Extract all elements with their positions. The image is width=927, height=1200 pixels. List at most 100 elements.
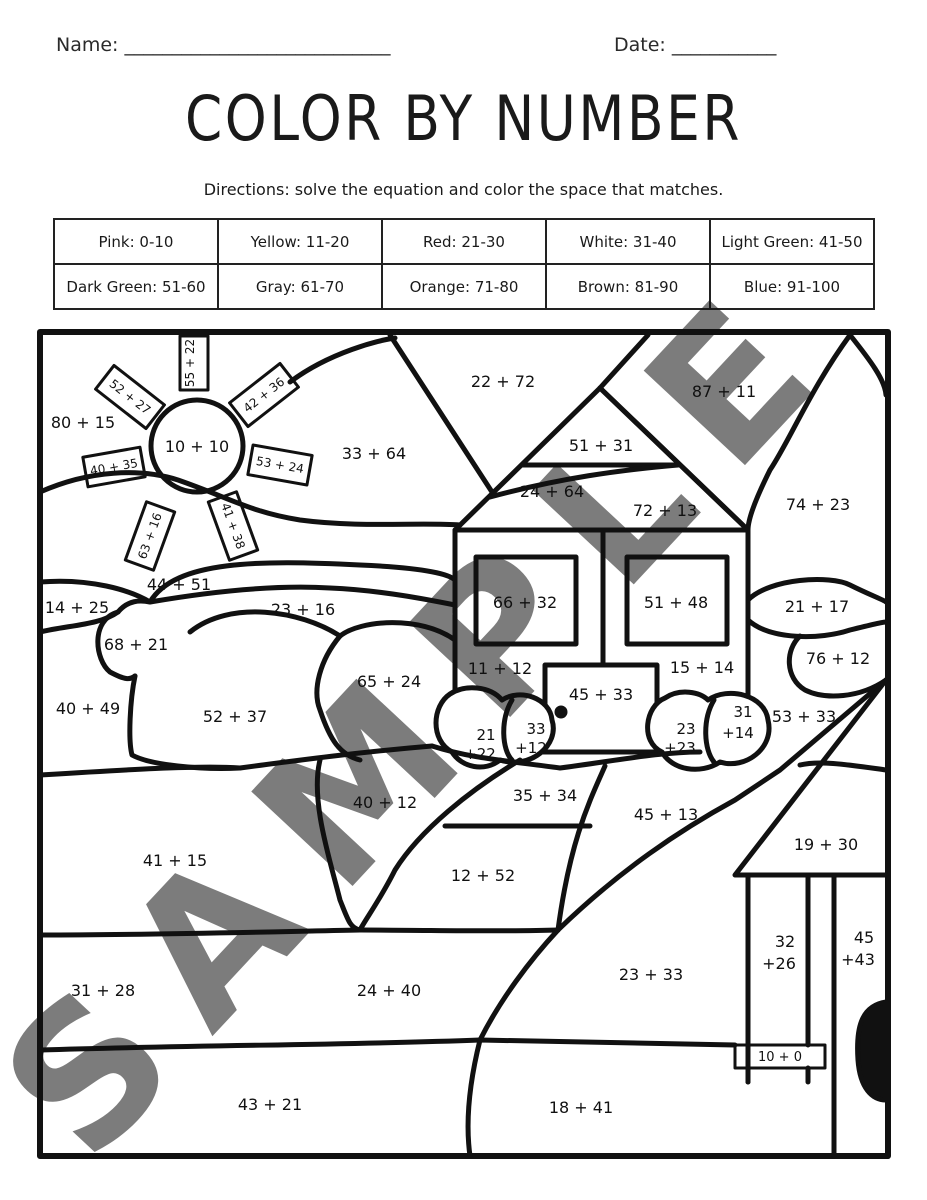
sun-ray-upper-left: [94, 363, 166, 431]
label-roof-mid: 24 + 64: [520, 482, 584, 501]
color-key-table: Pink: 0-10 Yellow: 11-20 Red: 21-30 Whit…: [53, 218, 875, 310]
label-door: 45 + 33: [569, 685, 633, 704]
label-ground-right: 23 + 33: [619, 965, 683, 984]
label-bush-right-b: 31: [733, 703, 752, 721]
sun-ray-left: [81, 445, 147, 489]
label-sign: 10 + 0: [758, 1050, 802, 1065]
cloud-small: [95, 609, 138, 682]
hill-right: [786, 633, 889, 699]
grass-right-line: [797, 760, 889, 773]
label-sky-far-right: 74 + 23: [786, 495, 850, 514]
label-tree-mid: 65 + 24: [357, 672, 421, 691]
label-bush-left-b-2: +12: [515, 739, 547, 757]
hill-center-right: [187, 609, 363, 763]
label-sun-center: 10 + 10: [165, 437, 229, 456]
window-right: [624, 554, 730, 647]
label-cloud-right: 21 + 17: [785, 597, 849, 616]
label-roof-peak: 51 + 31: [569, 436, 633, 455]
label-bush-right-a-2: +23: [664, 739, 696, 757]
sun-ray-lower-right: [206, 490, 260, 562]
label-hill-back: 44 + 51: [147, 575, 211, 594]
key-orange: Orange: 71-80: [381, 263, 547, 310]
key-gray: Gray: 61-70: [217, 263, 383, 310]
label-ground-mid: 24 + 40: [357, 981, 421, 1000]
field-horizon: [429, 743, 703, 771]
sign-board: [733, 1043, 827, 1070]
label-path-top: 35 + 34: [513, 786, 577, 805]
label-cloud-small: 14 + 25: [45, 598, 109, 617]
sun-ray-upper-right: [228, 361, 300, 429]
picture-outlines: [37, 329, 891, 1159]
ground-line-lower: [37, 1037, 738, 1053]
sun-ray-lower-left: [123, 500, 177, 572]
sky-curve-left: [287, 335, 398, 385]
label-field-left: 41 + 15: [143, 851, 207, 870]
hill-base-line: [37, 743, 435, 778]
label-post: 32: [775, 932, 795, 951]
key-brown: Brown: 81-90: [545, 263, 711, 310]
directions-text: Directions: solve the equation and color…: [203, 180, 724, 199]
ground-curve-bottom: [465, 1037, 483, 1159]
sky-diagonal-left: [387, 332, 495, 495]
label-ray-upper-right: 42 + 36: [241, 375, 288, 416]
sky-horizon-left: [37, 470, 463, 528]
sun-ray-right: [246, 443, 314, 487]
shed-door: [855, 999, 889, 1103]
sign-legs: [745, 1065, 811, 1085]
ground-line-upper: [37, 927, 561, 938]
bush-right-split: [703, 697, 717, 765]
cloud-right-bottom: [745, 617, 889, 639]
label-shed-roof: 19 + 30: [794, 835, 858, 854]
key-pink: Pink: 0-10: [53, 218, 219, 265]
bush-right: [645, 689, 772, 772]
label-sky-right: 87 + 11: [692, 382, 756, 401]
sky-diagonal-right: [597, 332, 651, 391]
label-hill-left: 68 + 21: [104, 635, 168, 654]
label-bottom-mid: 18 + 41: [549, 1098, 613, 1117]
door-knob: [554, 705, 568, 719]
label-post-2: +26: [762, 954, 796, 973]
label-field-right: 45 + 13: [634, 805, 698, 824]
key-red: Red: 21-30: [381, 218, 547, 265]
label-house-wall-left: 11 + 12: [468, 659, 532, 678]
name-field-label: Name: ____________________________: [56, 34, 391, 56]
picture-frame: [37, 329, 891, 1159]
label-window-right: 51 + 48: [644, 593, 708, 612]
label-sky-top: 22 + 72: [471, 372, 535, 391]
hill-back-line: [37, 578, 458, 608]
label-bush-left-a-2: +22: [464, 745, 496, 763]
label-house-wall-right: 15 + 14: [670, 658, 734, 677]
color-key-row: Dark Green: 51-60 Gray: 61-70 Orange: 71…: [53, 263, 875, 310]
field-edge-right: [555, 677, 889, 933]
label-bottom-left: 43 + 21: [238, 1095, 302, 1114]
sky-curve-right: [745, 332, 853, 533]
label-roof-right: 72 + 13: [633, 501, 697, 520]
window-left: [473, 554, 579, 647]
label-bush-right-a: 23: [676, 720, 695, 738]
label-bush-left-b: 33: [526, 720, 545, 738]
sun-ray-top: [178, 334, 210, 392]
label-ray-upper-left: 52 + 27: [107, 377, 154, 418]
color-key-row: Pink: 0-10 Yellow: 11-20 Red: 21-30 Whit…: [53, 218, 875, 265]
label-ray-top: 55 + 22: [183, 339, 197, 387]
label-sky-mid: 33 + 64: [342, 444, 406, 463]
label-sky-left: 80 + 15: [51, 413, 115, 432]
label-hill-right: 76 + 12: [806, 649, 870, 668]
label-path-mid: 12 + 52: [451, 866, 515, 885]
page-title: COLOR BY NUMBER: [184, 82, 743, 155]
key-dark-green: Dark Green: 51-60: [53, 263, 219, 310]
label-field-mid: 40 + 12: [353, 793, 417, 812]
roof-line-lower: [487, 462, 681, 500]
key-white: White: 31-40: [545, 218, 711, 265]
label-window-left: 66 + 32: [493, 593, 557, 612]
sun: [148, 397, 246, 495]
key-yellow: Yellow: 11-20: [217, 218, 383, 265]
label-ground-left: 31 + 28: [71, 981, 135, 1000]
label-bush-right-b-2: +14: [722, 724, 754, 742]
sky-corner-right: [847, 332, 889, 398]
key-blue: Blue: 91-100: [709, 263, 875, 310]
cloud-right-top: [745, 577, 889, 605]
label-grass-right: 53 + 33: [772, 707, 836, 726]
tree-top: [337, 620, 458, 643]
